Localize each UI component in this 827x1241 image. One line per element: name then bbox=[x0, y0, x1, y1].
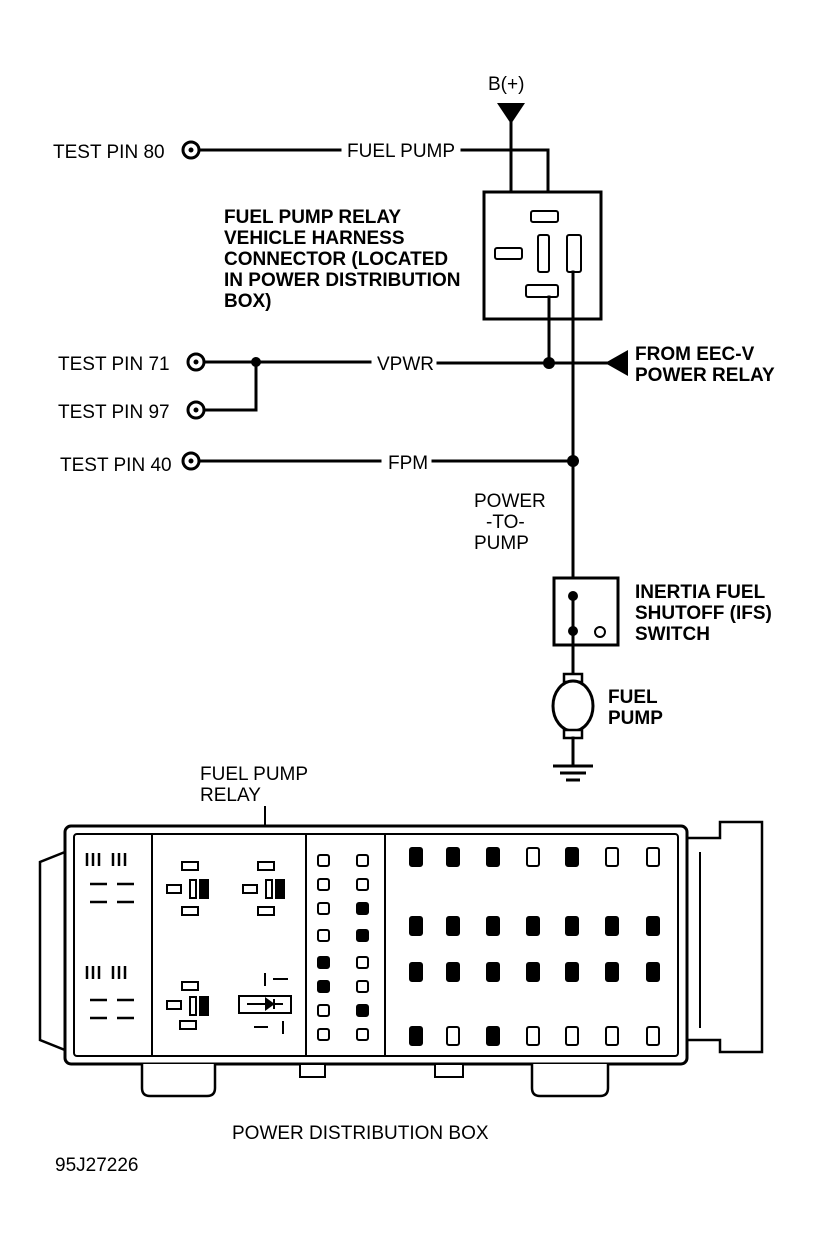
test-pin-71-terminal-icon bbox=[186, 352, 206, 372]
connector-label-line-4: IN POWER DISTRIBUTION bbox=[224, 270, 460, 291]
pdb-maxi-fuse-row-3 bbox=[409, 962, 660, 982]
eec-label-line-1: FROM EEC-V bbox=[635, 344, 755, 365]
test-pin-40-terminal-icon bbox=[181, 451, 201, 471]
ifs-label-line-2: SHUTOFF (IFS) bbox=[635, 603, 772, 624]
test-pin-80-label: TEST PIN 80 bbox=[53, 142, 165, 163]
relay-callout-line-2: RELAY bbox=[200, 785, 261, 806]
power-to-pump-line-2: -TO- bbox=[486, 512, 525, 533]
pdb-maxi-fuse-row-4 bbox=[409, 1026, 660, 1046]
ifs-label-line-3: SWITCH bbox=[635, 624, 710, 645]
test-pin-97-label: TEST PIN 97 bbox=[58, 402, 170, 423]
connector-label-line-2: VEHICLE HARNESS bbox=[224, 228, 405, 249]
fuel-pump-motor-icon bbox=[551, 672, 595, 740]
pdb-mini-fuse-column-2 bbox=[356, 854, 369, 1041]
ground-icon bbox=[553, 764, 593, 782]
battery-arrow-icon bbox=[497, 103, 525, 124]
power-to-pump-line-1: POWER bbox=[474, 491, 546, 512]
fuel-pump-wire-right bbox=[460, 148, 550, 212]
fuel-pump-wire-label: FUEL PUMP bbox=[347, 141, 455, 162]
connector-terminal-top bbox=[530, 210, 559, 223]
pdb-fuel-pump-relay-socket bbox=[242, 861, 285, 916]
ifs-reset-button bbox=[594, 626, 606, 638]
connector-label-line-5: BOX) bbox=[224, 291, 272, 312]
pdb-maxi-fuse-row-2 bbox=[409, 916, 660, 936]
test-pin-97-wire bbox=[202, 360, 258, 412]
pump-label-line-2: PUMP bbox=[608, 708, 663, 729]
pdb-diode-socket bbox=[238, 973, 292, 1034]
vpwr-wire-label: VPWR bbox=[377, 354, 434, 375]
vpwr-junction-dot bbox=[543, 357, 555, 369]
pump-label-line-1: FUEL bbox=[608, 687, 658, 708]
battery-label: B(+) bbox=[488, 74, 524, 95]
pdb-left-section bbox=[85, 853, 134, 1020]
eec-label-line-2: POWER RELAY bbox=[635, 365, 775, 386]
connector-terminal-right bbox=[566, 234, 582, 273]
test-pin-40-label: TEST PIN 40 bbox=[60, 455, 172, 476]
figure-id: 95J27226 bbox=[55, 1155, 138, 1176]
box-title: POWER DISTRIBUTION BOX bbox=[232, 1123, 489, 1144]
test-pin-97-terminal-icon bbox=[186, 400, 206, 420]
eec-arrow-icon bbox=[605, 350, 628, 376]
connector-label-line-3: CONNECTOR (LOCATED bbox=[224, 249, 448, 270]
ifs-switch-box bbox=[552, 576, 620, 647]
connector-label-line-1: FUEL PUMP RELAY bbox=[224, 207, 401, 228]
test-pin-71-label: TEST PIN 71 bbox=[58, 354, 170, 375]
pdb-mini-fuse-column-1 bbox=[317, 854, 330, 1041]
connector-terminal-left bbox=[494, 247, 523, 260]
power-to-pump-line-3: PUMP bbox=[474, 533, 529, 554]
connector-terminal-center bbox=[537, 234, 550, 273]
pdb-maxi-fuse-row-1 bbox=[409, 847, 660, 867]
connector-terminal-bottom bbox=[525, 284, 559, 298]
pdb-relay-socket-1 bbox=[166, 861, 209, 916]
pdb-relay-socket-3 bbox=[166, 981, 209, 1030]
test-pin-80-terminal-icon bbox=[181, 140, 201, 160]
ifs-label-line-1: INERTIA FUEL bbox=[635, 582, 766, 603]
power-distribution-box bbox=[38, 820, 764, 1098]
relay-callout-line-1: FUEL PUMP bbox=[200, 764, 308, 785]
fpm-wire-label: FPM bbox=[388, 453, 428, 474]
